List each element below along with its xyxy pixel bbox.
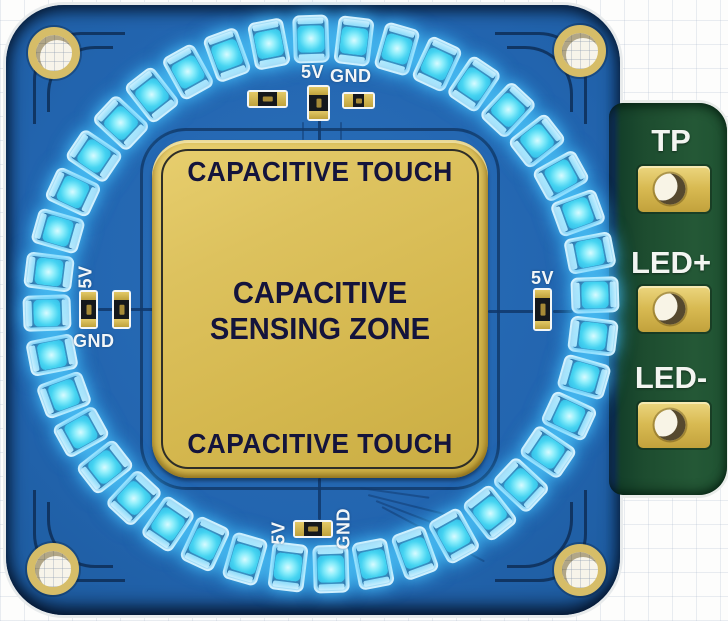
pad-hole	[654, 173, 686, 205]
led-die	[33, 299, 62, 328]
ring-led	[23, 250, 76, 293]
led-pad-bar	[297, 17, 324, 25]
smd-component	[533, 288, 552, 331]
silk-left-gnd: GND	[73, 331, 115, 351]
led-die	[36, 338, 68, 371]
silk-right-5v: 5V	[531, 268, 555, 288]
pad-hole	[654, 293, 686, 325]
ring-led	[570, 275, 620, 314]
ring-led	[566, 315, 619, 358]
led-die	[316, 554, 345, 583]
led-pad-bar	[61, 299, 69, 326]
mounting-hole	[554, 544, 606, 596]
silk-left-5v: 5V	[75, 265, 96, 289]
connector-pin-label-led: LED-	[634, 360, 708, 395]
silk-top-5v: 5V	[301, 62, 325, 82]
mounting-hole	[27, 543, 79, 595]
ring-led	[292, 14, 331, 64]
corner-trace	[47, 46, 113, 112]
led-die	[297, 25, 326, 54]
led-die	[574, 237, 606, 270]
connector-pad	[638, 402, 710, 448]
smd-component	[79, 290, 98, 329]
led-pad-bar	[318, 583, 345, 591]
silk-top-gnd: GND	[330, 66, 372, 86]
ring-led	[266, 541, 309, 594]
corner-trace	[33, 490, 125, 582]
corner-trace	[495, 490, 587, 582]
connector-tab: TP LED+ LED-	[609, 103, 727, 495]
ring-led	[311, 544, 350, 594]
silk-bottom-5v: 5V	[268, 521, 289, 545]
led-pad-bar	[298, 53, 326, 61]
led-pad-bar	[609, 281, 617, 308]
mounting-hole	[28, 27, 80, 79]
led-die	[272, 551, 303, 583]
smd-component	[247, 90, 288, 108]
connector-pin-label-tp: TP	[651, 123, 691, 158]
smd-component	[293, 520, 333, 538]
connector-pin-label-led: LED+	[630, 245, 712, 280]
led-die	[33, 256, 65, 287]
corner-trace	[33, 32, 125, 124]
led-pad-bar	[25, 300, 33, 327]
mounting-hole	[554, 25, 606, 77]
silk-bottom-gnd: GND	[333, 508, 354, 550]
led-die	[580, 280, 609, 309]
pad-hole	[654, 409, 686, 441]
ring-led	[22, 294, 72, 333]
corner-trace	[495, 32, 587, 124]
led-die	[339, 25, 370, 57]
smd-component	[307, 85, 330, 121]
led-die	[577, 321, 608, 352]
connector-pad	[638, 166, 710, 212]
connector-pad	[638, 286, 710, 332]
smd-component	[342, 92, 375, 109]
led-pad-bar	[573, 282, 581, 309]
smd-component	[112, 290, 131, 329]
ring-led	[333, 14, 376, 67]
led-die	[357, 548, 390, 580]
led-die	[252, 28, 285, 60]
